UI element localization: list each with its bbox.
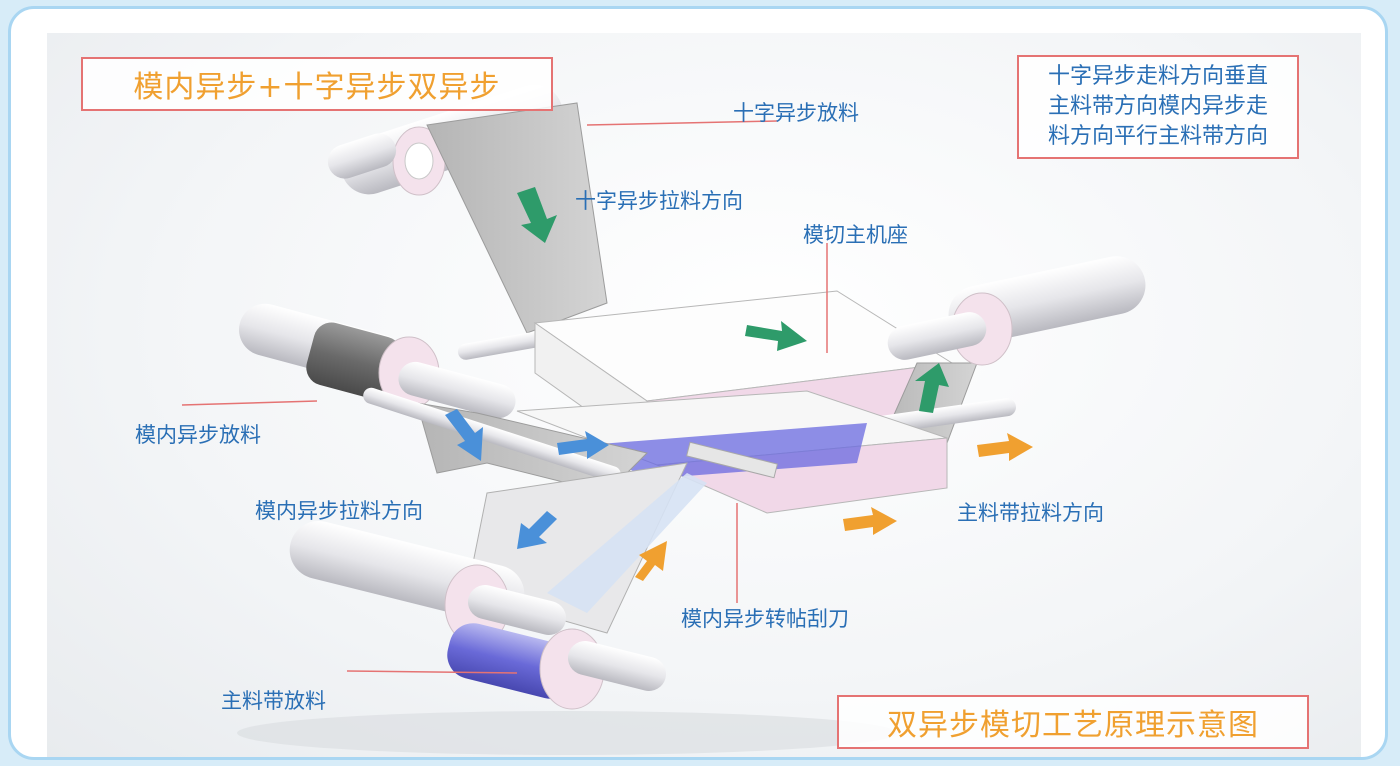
title-text: 模内异步+十字异步双异步 [133,70,501,105]
transfer-beam [547,473,707,613]
note-box: 十字异步走料方向垂直 主料带方向模内异步走 料方向平行主料带方向 [1017,55,1299,159]
note-line-2: 主料带方向模内异步走 [1047,94,1268,119]
label-main-pull: 主料带拉料方向 [957,501,1104,525]
label-cross-pull: 十字异步拉料方向 [575,189,743,213]
caption-text: 双异步模切工艺原理示意图 [887,708,1259,743]
label-inmold-pull: 模内异步拉料方向 [255,499,423,523]
main-unwind-roller [289,520,667,710]
scraper-blade [686,441,778,479]
guide-rod-lower [363,387,621,483]
arrow-cross-up [915,363,949,413]
diagram-canvas: 模内异步+十字异步双异步 十字异步走料方向垂直 主料带方向模内异步走 料方向平行… [47,33,1361,757]
label-main-unwind: 主料带放料 [221,689,326,713]
lower-die-plate [516,390,948,514]
label-cross-unwind: 十字异步放料 [733,101,859,125]
window-frame: 模内异步+十字异步双异步 十字异步走料方向垂直 主料带方向模内异步走 料方向平行… [8,6,1388,760]
label-scraper: 模内异步转帖刮刀 [681,607,849,631]
caption-box: 双异步模切工艺原理示意图 [837,695,1309,749]
label-die-base: 模切主机座 [803,223,908,247]
title-box: 模内异步+十字异步双异步 [81,57,553,111]
cross-material-strip [426,102,608,334]
arrow-cross-down [517,187,557,243]
arrow-scraper-up [635,541,667,581]
floor-shadow [237,711,897,755]
inmold-unwind-roller [239,303,516,419]
arrow-inmold-right [557,431,609,459]
machine-illustration [181,84,1146,755]
arrow-main-down [517,511,557,549]
arrow-main-right-2 [843,507,897,535]
note-line-3: 料方向平行主料带方向 [1047,124,1268,149]
label-inmold-unwind: 模内异步放料 [135,423,261,447]
arrow-cross-right [745,321,807,351]
leader-lines [181,120,828,674]
arrow-inmold-down [445,409,483,461]
arrow-main-right-1 [977,433,1033,461]
note-line-1: 十字异步走料方向垂直 [1047,64,1268,89]
